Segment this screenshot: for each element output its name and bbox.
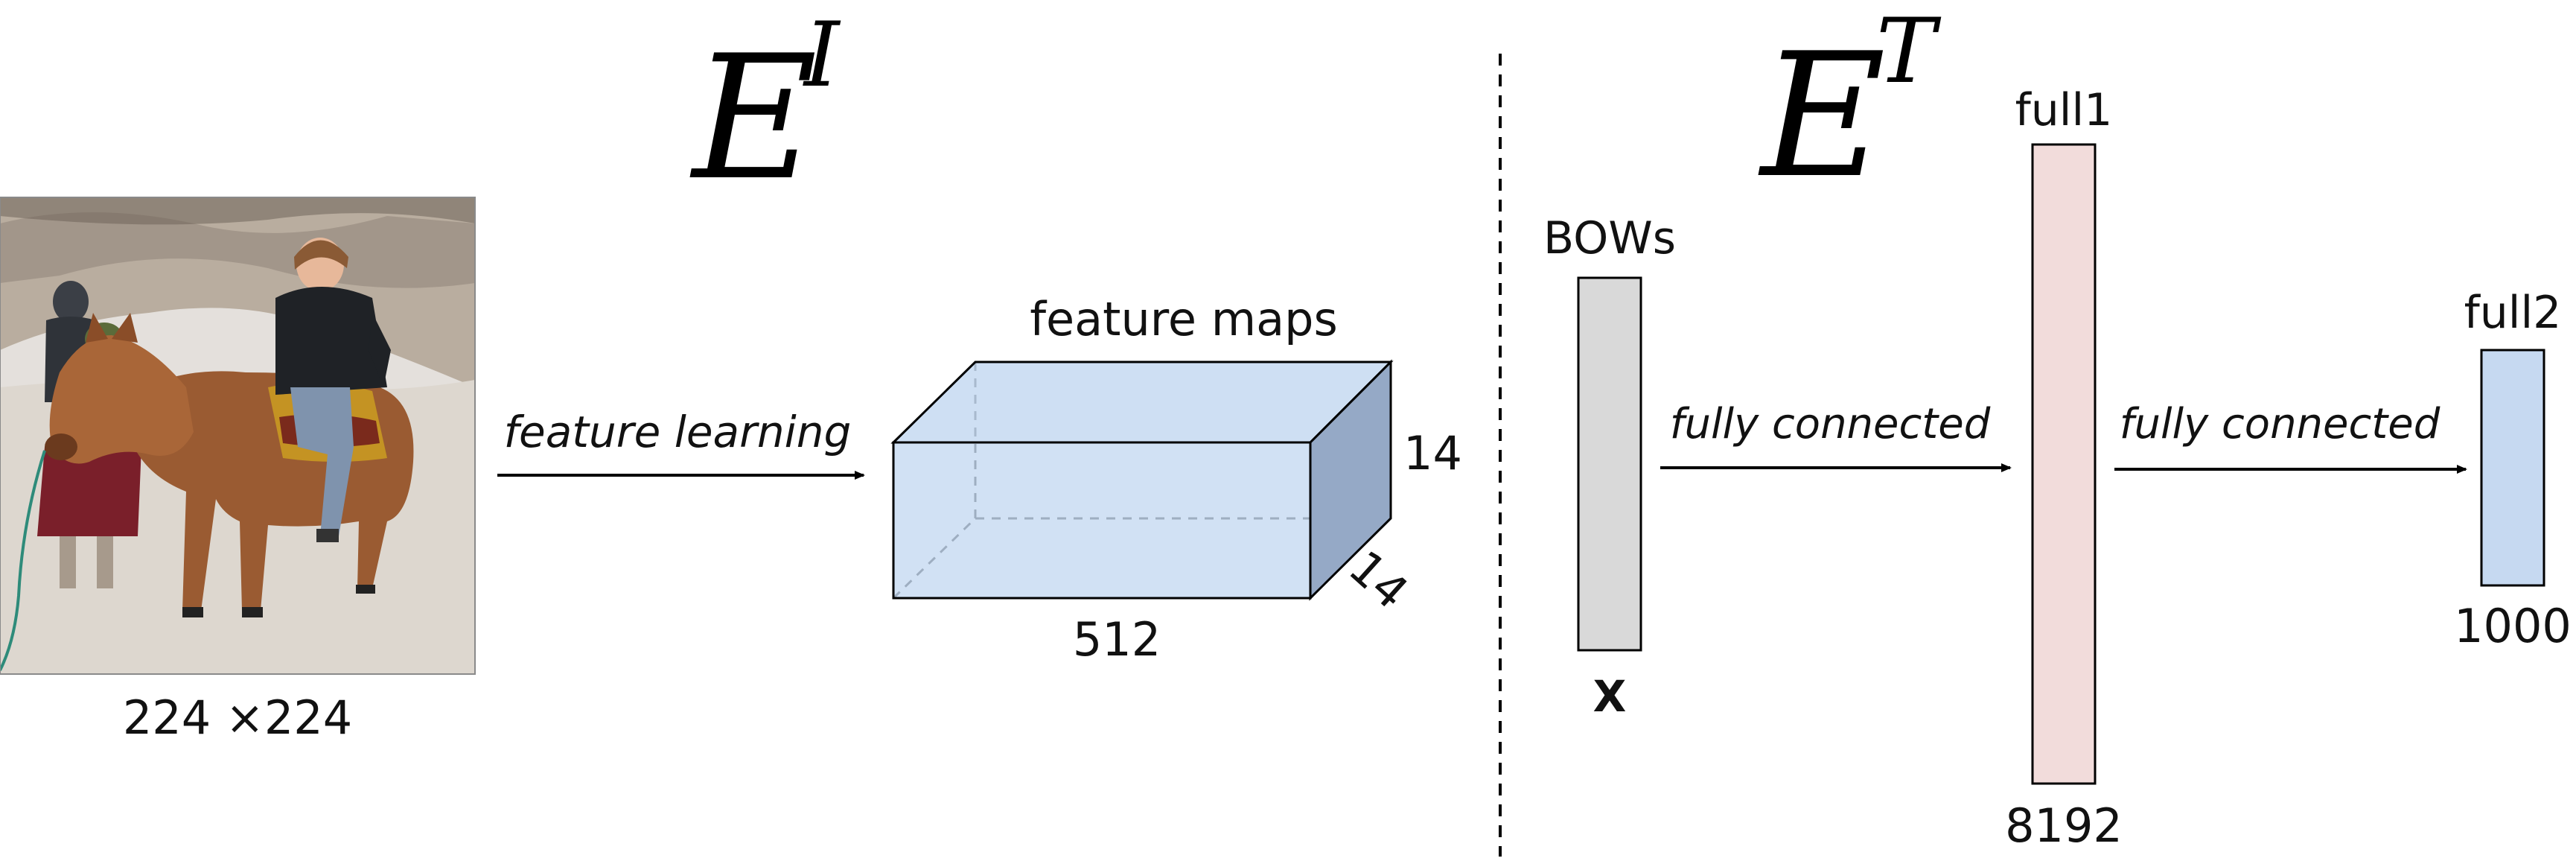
feature-maps-width-label: 512 [1073, 612, 1161, 667]
full2-label: full2 [2464, 287, 2562, 339]
bows-x-label: X [1593, 671, 1627, 722]
feature-maps-title: feature maps [1030, 292, 1338, 346]
bows-vector [1577, 276, 1642, 652]
full1-size-label: 8192 [2005, 798, 2123, 853]
full1-layer [2031, 143, 2097, 785]
feature-learning-label: feature learning [504, 407, 852, 457]
feature-maps-height-label: 14 [1403, 426, 1462, 480]
feature-maps-top-face [890, 360, 1394, 444]
full2-size-label: 1000 [2454, 599, 2572, 653]
fully-connected-label-2: fully connected [2120, 400, 2440, 448]
feature-maps-cuboid [890, 359, 1394, 601]
image-encoder-symbol: E I [689, 4, 841, 218]
input-size-label: 224 ×224 [123, 690, 352, 745]
full1-label: full1 [2015, 84, 2113, 136]
full2-layer [2480, 349, 2545, 587]
bows-label: BOWs [1543, 212, 1676, 264]
fully-connected-label-1: fully connected [1670, 400, 1991, 448]
text-encoder-symbol: E T [1758, 0, 1942, 216]
text-encoder-symbol-superscript: T [1876, 0, 1942, 104]
image-encoder-symbol-letter: E [689, 19, 817, 218]
image-encoder-symbol-superscript: I [803, 4, 841, 107]
input-photo [0, 197, 476, 675]
text-encoder-symbol-letter: E [1758, 17, 1886, 216]
feature-maps-front-face [892, 441, 1312, 600]
